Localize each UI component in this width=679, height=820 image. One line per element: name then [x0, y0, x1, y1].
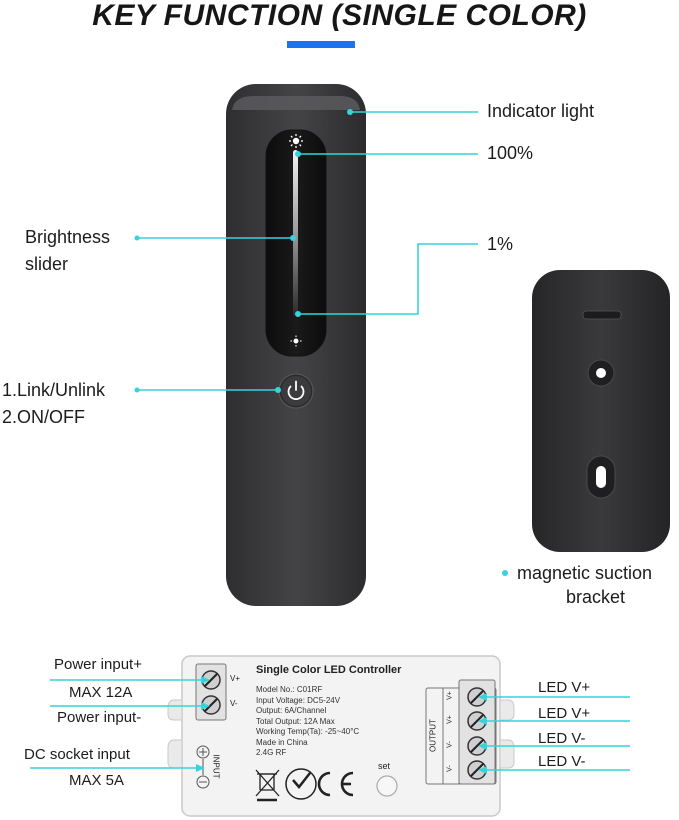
bracket-label: magnetic suction — [517, 563, 653, 583]
input-terminal-vminus: V- — [230, 699, 238, 708]
brightness-slider-label: Brightness — [25, 227, 111, 247]
led-vplus-label-1: LED V+ — [538, 679, 591, 696]
indicator-light-label: Indicator light — [487, 101, 595, 121]
spec-line: Model No.: C01RF — [256, 685, 323, 694]
ce-mark-icon — [317, 771, 354, 797]
callout-lines — [137, 111, 478, 391]
led-vminus-label-1: LED V- — [538, 730, 586, 747]
magnetic-bracket — [532, 270, 670, 552]
page-title: KEY FUNCTION (SINGLE COLOR) — [92, 0, 587, 32]
output-screws — [467, 687, 487, 780]
output-terminal-2: V+ — [446, 715, 454, 724]
led-vplus-label-2: LED V+ — [538, 705, 591, 722]
input-label: INPUT — [211, 754, 221, 779]
spec-line: Total Output: 12A Max — [256, 716, 335, 726]
max-5a-label: MAX 5A — [69, 772, 125, 789]
dc-socket-label: DC socket input — [24, 746, 130, 763]
max-12a-label: MAX 12A — [69, 684, 133, 701]
max-brightness-label: 100% — [487, 143, 534, 163]
title-underline — [287, 41, 355, 48]
power-button-label: 1.Link/Unlink — [2, 380, 106, 400]
sun-small-icon — [290, 335, 302, 347]
output-terminal-3: V- — [446, 741, 454, 748]
spec-line: Working Temp(Ta): -25~40°C — [256, 727, 360, 736]
output-terminal-1: V+ — [446, 691, 454, 700]
spec-line: Output: 6A/Channel — [256, 706, 327, 715]
set-label: set — [378, 761, 391, 771]
sun-icon — [289, 134, 303, 148]
set-button — [376, 775, 398, 797]
weee-bin-icon — [255, 769, 280, 802]
controller-title: Single Color LED Controller — [256, 664, 402, 676]
rohs-icon — [285, 768, 317, 800]
spec-line: Made in China — [256, 737, 308, 747]
led-vminus-label-2: LED V- — [538, 753, 586, 770]
dc-socket — [196, 745, 210, 789]
output-label: OUTPUT — [428, 719, 438, 752]
controller-specs: Model No.: C01RF Input Voltage: DC5-24V … — [256, 685, 359, 759]
power-input-plus-label: Power input+ — [54, 656, 142, 673]
power-button-label-line2: 2.ON/OFF — [2, 407, 86, 427]
bracket-label-line2: bracket — [566, 587, 626, 607]
power-icon — [278, 373, 314, 409]
power-input-minus-label: Power input- — [57, 709, 142, 726]
brightness-slider-label-line2: slider — [25, 254, 69, 274]
min-brightness-label: 1% — [487, 234, 514, 254]
spec-line: Input Voltage: DC5-24V — [256, 695, 341, 705]
output-terminal-4: V- — [446, 765, 454, 772]
input-terminal-vplus: V+ — [230, 674, 241, 683]
spec-line: 2.4G RF — [256, 748, 287, 757]
